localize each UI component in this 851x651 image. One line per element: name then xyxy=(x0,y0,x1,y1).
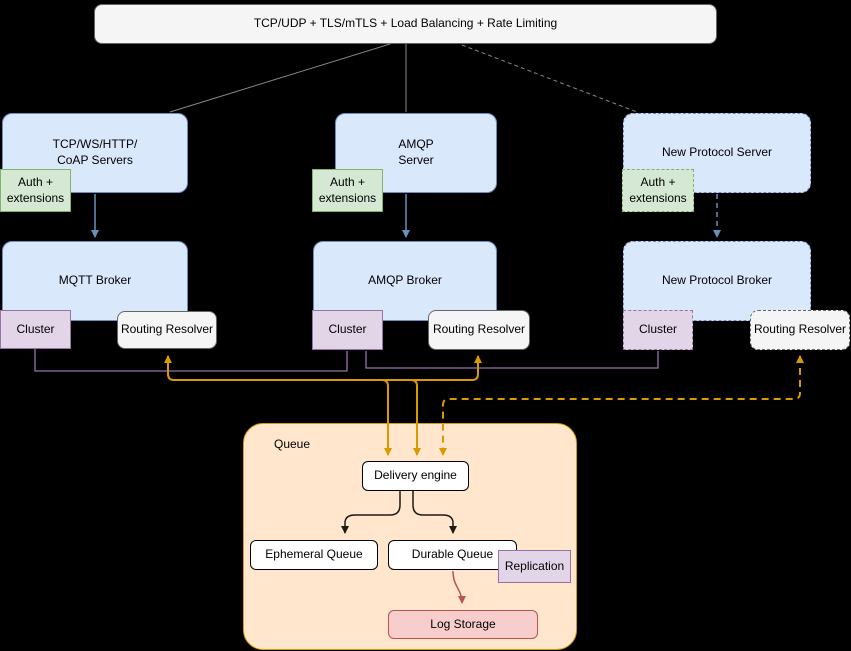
durable-queue-label: Durable Queue xyxy=(411,547,494,562)
server-amqp-label-line1: AMQP xyxy=(398,137,434,152)
auth-label-line2: extensions xyxy=(629,190,687,205)
server-new-label: New Protocol Server xyxy=(661,145,773,160)
replication-node: Replication xyxy=(498,550,571,583)
cluster-right: Cluster xyxy=(623,310,693,350)
broker-amqp: AMQP Broker xyxy=(313,241,497,321)
server-tcp-label-line2: CoAP Servers xyxy=(57,153,133,167)
gateway-label: TCP/UDP + TLS/mTLS + Load Balancing + Ra… xyxy=(253,16,558,31)
log-storage-node: Log Storage xyxy=(388,610,538,639)
routing-resolver-label: Routing Resolver xyxy=(120,322,214,337)
cluster-label: Cluster xyxy=(16,321,55,336)
routing-resolver-right: Routing Resolver xyxy=(750,310,850,350)
edge-cluster-left-middle xyxy=(34,349,348,372)
server-amqp-label-line2: Server xyxy=(398,153,434,167)
log-storage-label: Log Storage xyxy=(430,616,496,631)
broker-mqtt-label: MQTT Broker xyxy=(58,273,132,288)
auth-extensions-left: Auth + extensions xyxy=(0,169,71,212)
auth-extensions-right: Auth + extensions xyxy=(622,169,694,212)
durable-queue-node: Durable Queue xyxy=(388,540,517,570)
replication-label: Replication xyxy=(504,558,565,573)
broker-mqtt: MQTT Broker xyxy=(2,241,188,321)
auth-label-line1: Auth + xyxy=(17,174,54,189)
routing-resolver-left: Routing Resolver xyxy=(117,311,217,349)
auth-label-line1: Auth + xyxy=(640,174,676,189)
routing-resolver-middle: Routing Resolver xyxy=(428,310,530,350)
auth-label-line1: Auth + xyxy=(329,174,366,189)
cluster-label: Cluster xyxy=(638,322,677,337)
server-tcp-label-line1: TCP/WS/HTTP/ xyxy=(52,137,138,152)
edge-cluster-middle-right xyxy=(365,351,659,369)
broker-amqp-label: AMQP Broker xyxy=(368,273,442,288)
cluster-label: Cluster xyxy=(328,322,367,337)
delivery-engine-node: Delivery engine xyxy=(362,461,469,491)
queue-label: Queue xyxy=(274,437,311,451)
delivery-engine-label: Delivery engine xyxy=(374,468,457,483)
edge-gateway-to-server-left xyxy=(169,43,391,113)
cluster-middle: Cluster xyxy=(312,310,383,350)
gateway-node: TCP/UDP + TLS/mTLS + Load Balancing + Ra… xyxy=(94,4,717,44)
auth-label-line2: extensions xyxy=(318,190,377,205)
edge-resolver-bus xyxy=(164,355,482,381)
auth-extensions-middle: Auth + extensions xyxy=(312,169,383,212)
ephemeral-queue-label: Ephemeral Queue xyxy=(265,547,363,562)
routing-resolver-label: Routing Resolver xyxy=(753,322,847,337)
broker-new-label: New Protocol Broker xyxy=(661,273,773,288)
cluster-left: Cluster xyxy=(0,310,71,349)
auth-label-line2: extensions xyxy=(6,190,65,205)
broker-new-protocol: New Protocol Broker xyxy=(623,241,811,321)
routing-resolver-label: Routing Resolver xyxy=(432,322,526,337)
ephemeral-queue-node: Ephemeral Queue xyxy=(250,540,378,570)
edge-gateway-to-server-right xyxy=(461,44,638,113)
